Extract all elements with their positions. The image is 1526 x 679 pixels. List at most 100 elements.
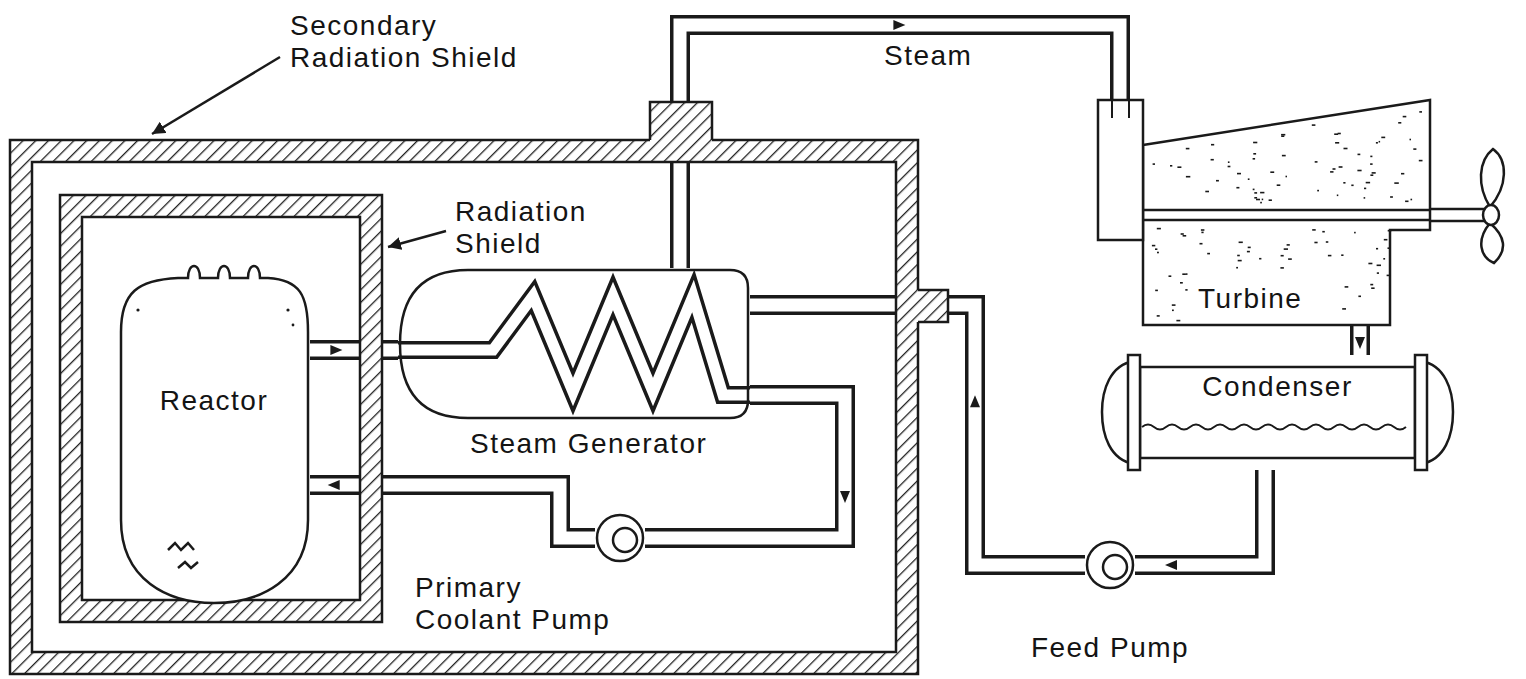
stipple-dot — [1205, 191, 1209, 193]
stipple-dot — [1155, 290, 1158, 292]
flow-arrowhead — [893, 20, 905, 30]
node-label: Primary Coolant Pump — [415, 572, 625, 636]
stipple-dot — [1259, 258, 1261, 260]
stipple-dot — [1253, 153, 1256, 155]
pipe-connector — [310, 480, 595, 538]
stipple-dot — [1384, 239, 1388, 241]
wall-sleeve-edge — [650, 102, 712, 140]
stipple-dot — [1383, 258, 1385, 260]
reactor-vessel: Reactor — [118, 250, 310, 605]
vessel-outline — [121, 266, 308, 603]
stipple-dot — [1334, 133, 1338, 135]
node-label: Feed Pump — [1025, 632, 1195, 664]
stipple-dot — [1413, 148, 1416, 150]
stipple-dot — [1343, 182, 1345, 184]
node-label: Reactor — [118, 385, 310, 417]
stipple-dot — [1157, 315, 1160, 317]
stipple-dot — [1354, 232, 1356, 234]
stipple-dot — [1322, 231, 1325, 233]
stipple-dot — [1419, 160, 1423, 162]
stipple-dot — [1228, 166, 1231, 168]
stipple-dot — [1351, 185, 1353, 187]
stipple-dot — [1170, 165, 1172, 167]
stipple-dot — [1345, 286, 1349, 288]
shape-outline — [118, 250, 310, 605]
condenser-flange — [1128, 355, 1140, 470]
stipple-dot — [1153, 163, 1155, 165]
stipple-dot — [1260, 192, 1264, 194]
wall-sleeve — [898, 290, 948, 322]
pipe-wall — [1350, 325, 1370, 355]
wall-sleeve-edge — [918, 290, 948, 322]
stipple-dot — [1228, 161, 1230, 163]
wall-sleeve — [650, 102, 712, 160]
speck — [292, 324, 295, 327]
condenser-body — [1140, 367, 1415, 458]
node-label: Secondary Radiation Shield — [290, 10, 540, 74]
stipple-dot — [1317, 190, 1319, 192]
node-label: Turbine — [1198, 283, 1328, 315]
stipple-dot — [1358, 154, 1361, 156]
stipple-dot — [1364, 188, 1366, 190]
stipple-dot — [1182, 273, 1186, 275]
stipple-dot — [1403, 116, 1407, 118]
stipple-dot — [1287, 244, 1290, 246]
stipple-dot — [1312, 124, 1316, 126]
stipple-dot — [1315, 161, 1318, 163]
stipple-dot — [1201, 229, 1205, 231]
flow-arrowhead — [840, 491, 850, 503]
stipple-dot — [1398, 122, 1401, 124]
leader-line — [388, 231, 446, 247]
shape-outline — [398, 268, 750, 420]
stipple-dot — [1281, 134, 1285, 136]
generator-outline — [400, 270, 748, 418]
node-label: Steam Generator — [470, 428, 770, 460]
shield-wall — [60, 195, 382, 622]
stipple-dot — [1185, 289, 1187, 291]
pipe-connector — [1135, 470, 1265, 570]
stipple-dot — [1288, 258, 1292, 260]
stipple-dot — [1239, 242, 1243, 244]
turbine-casing — [1143, 100, 1430, 325]
stipple-dot — [1370, 163, 1373, 165]
stipple-dot — [1216, 180, 1219, 182]
pump-volute — [1103, 555, 1127, 579]
stipple-dot — [1236, 187, 1239, 189]
stipple-dot — [1344, 148, 1348, 150]
stipple-dot — [1381, 137, 1385, 139]
propeller-blade — [1481, 149, 1504, 207]
condenser-flange — [1415, 355, 1427, 470]
stipple-dot — [1207, 253, 1210, 255]
pump-casing — [1087, 542, 1133, 588]
stipple-dot — [1237, 173, 1241, 175]
stipple-dot — [1328, 255, 1332, 257]
stipple-dot — [1370, 284, 1373, 286]
stipple-dot — [1388, 230, 1392, 232]
stipple-dot — [1281, 255, 1284, 257]
stipple-dot — [1366, 182, 1370, 184]
stipple-dot — [1176, 320, 1180, 322]
stipple-dot — [1186, 176, 1190, 178]
stipple-dot — [1337, 195, 1339, 197]
stipple-dot — [1335, 142, 1339, 144]
stipple-dot — [1260, 202, 1262, 204]
stipple-dot — [1186, 148, 1190, 150]
turbine-shaft — [1143, 210, 1430, 220]
radiation-squiggle — [168, 543, 194, 550]
stipple-dot — [1333, 168, 1336, 170]
steam-port — [1112, 100, 1129, 118]
radiation-squiggle — [178, 562, 198, 568]
stipple-dot — [1269, 199, 1272, 201]
flow-arrowhead — [1165, 560, 1177, 570]
stipple-dot — [1387, 275, 1391, 277]
stipple-dot — [1339, 166, 1343, 168]
stipple-dot — [1370, 156, 1372, 158]
stipple-dot — [1172, 310, 1174, 312]
stipple-dot — [1211, 144, 1214, 146]
stipple-dot — [1370, 174, 1373, 176]
propeller-hub — [1483, 205, 1499, 225]
stipple-dot — [1342, 308, 1346, 310]
shield-wall — [10, 140, 918, 674]
leader-line — [152, 57, 280, 134]
stipple-dot — [1254, 197, 1257, 199]
